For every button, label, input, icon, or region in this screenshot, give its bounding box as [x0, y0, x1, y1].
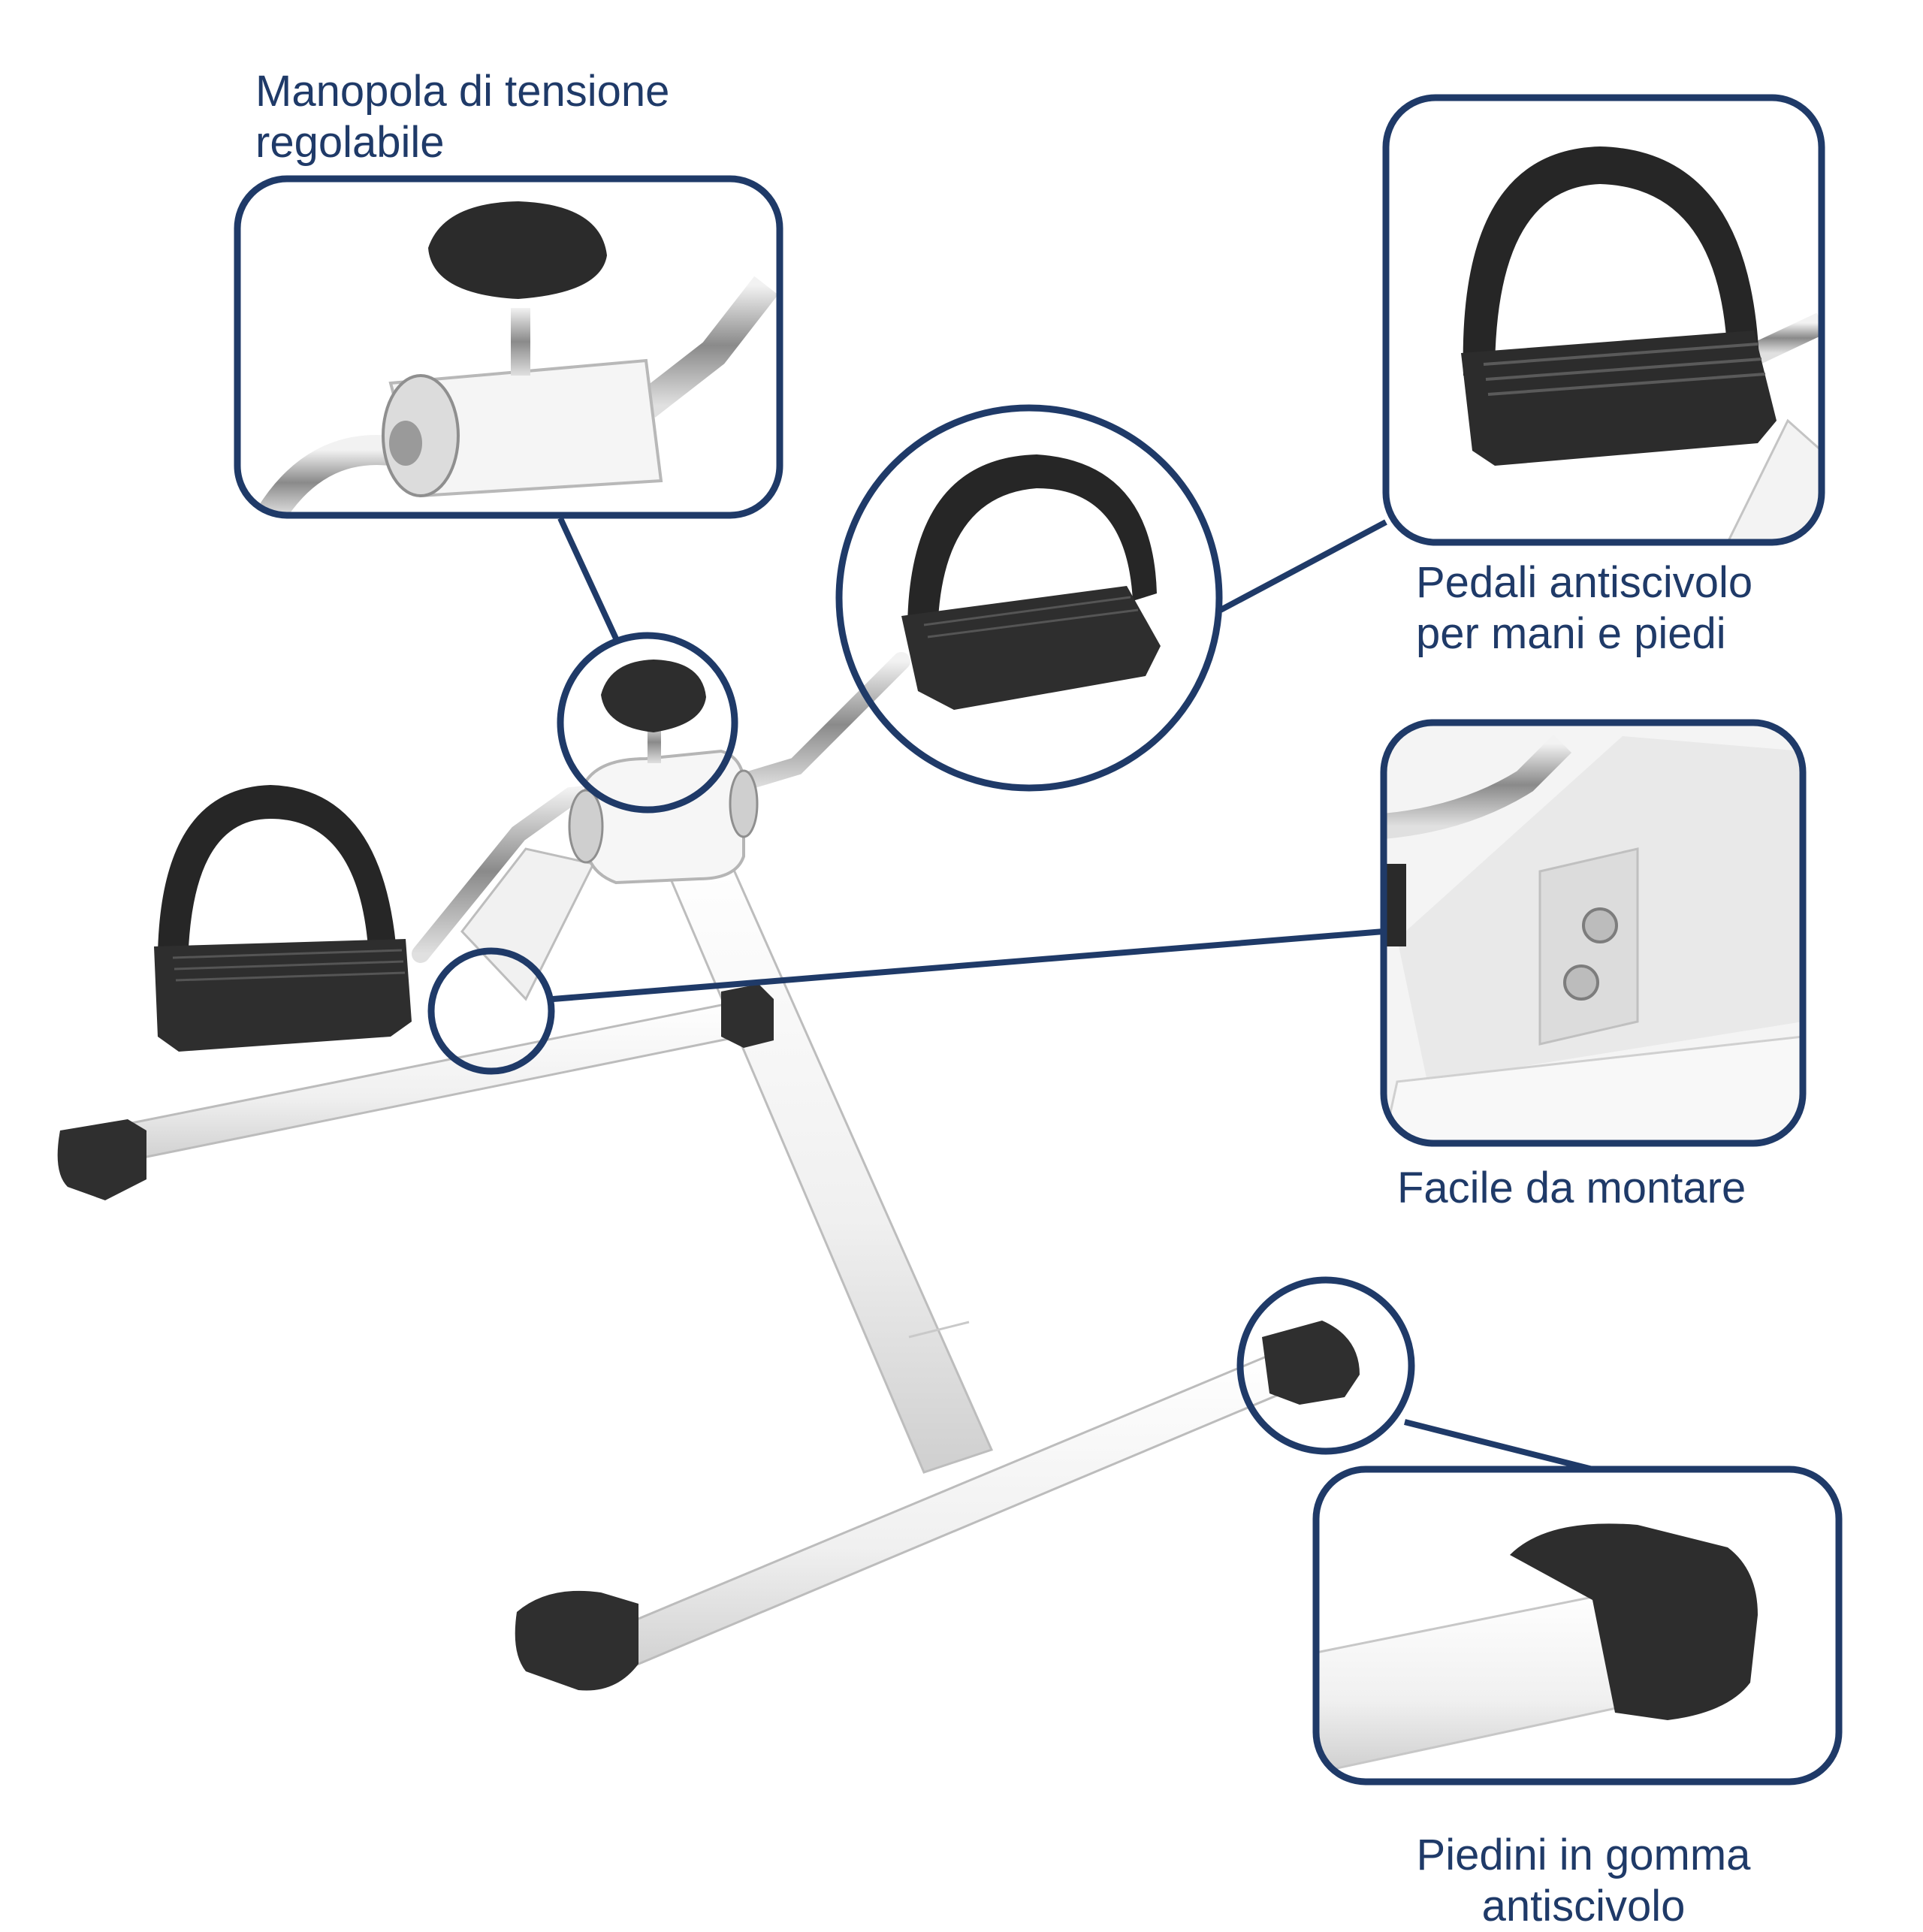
pedal-icon — [1461, 146, 1777, 466]
pedal-exerciser — [57, 454, 1360, 1691]
zoom-panel-feet — [1312, 1466, 1843, 1786]
zoom-panel-mount — [1380, 719, 1807, 1147]
connector-knob — [557, 517, 619, 640]
magnifier-knob — [557, 632, 738, 814]
right-pedal — [901, 454, 1161, 710]
label-line: Pedali antiscivolo — [1416, 558, 1753, 607]
label-line: Piedini in gomma — [1416, 1831, 1751, 1879]
left-pedal — [154, 785, 412, 1052]
rubber-foot-rear-right — [721, 984, 774, 1048]
connector-pedals — [1219, 519, 1387, 613]
label-tension-knob: Manopola di tensione regolabile — [255, 66, 669, 168]
label-rubber-feet: Piedini in gomma antiscivolo — [1388, 1830, 1779, 1932]
rubber-foot-front — [515, 1590, 638, 1691]
tension-knob-icon — [428, 201, 607, 299]
label-line: antiscivolo — [1481, 1882, 1686, 1930]
magnifier-feet — [1236, 1276, 1415, 1455]
label-line: Facile da montare — [1397, 1164, 1746, 1212]
connector-feet — [1404, 1419, 1593, 1472]
rubber-foot-rear-left — [57, 1119, 146, 1200]
zoom-panel-knob — [234, 175, 783, 519]
rubber-foot-icon — [1510, 1523, 1758, 1720]
label-line: per mani e piedi — [1416, 609, 1726, 658]
label-mount: Facile da montare — [1397, 1163, 1746, 1214]
label-line: Manopola di tensione — [255, 67, 670, 116]
connector-mount — [552, 928, 1384, 1002]
magnifier-mount — [427, 947, 555, 1075]
main-leg — [659, 840, 994, 1474]
label-line: regolabile — [255, 118, 445, 167]
tension-knob — [601, 660, 706, 763]
bolt-icon — [1563, 907, 1618, 1001]
zoom-panel-pedal — [1382, 94, 1825, 546]
magnifier-circles — [427, 404, 1415, 1455]
label-pedals: Pedali antiscivolo per mani e piedi — [1416, 557, 1752, 660]
magnifier-pedal — [835, 404, 1223, 792]
crank-hub — [568, 749, 759, 885]
rubber-foot-front-right — [1262, 1321, 1360, 1405]
callout-connectors — [552, 517, 1593, 1472]
